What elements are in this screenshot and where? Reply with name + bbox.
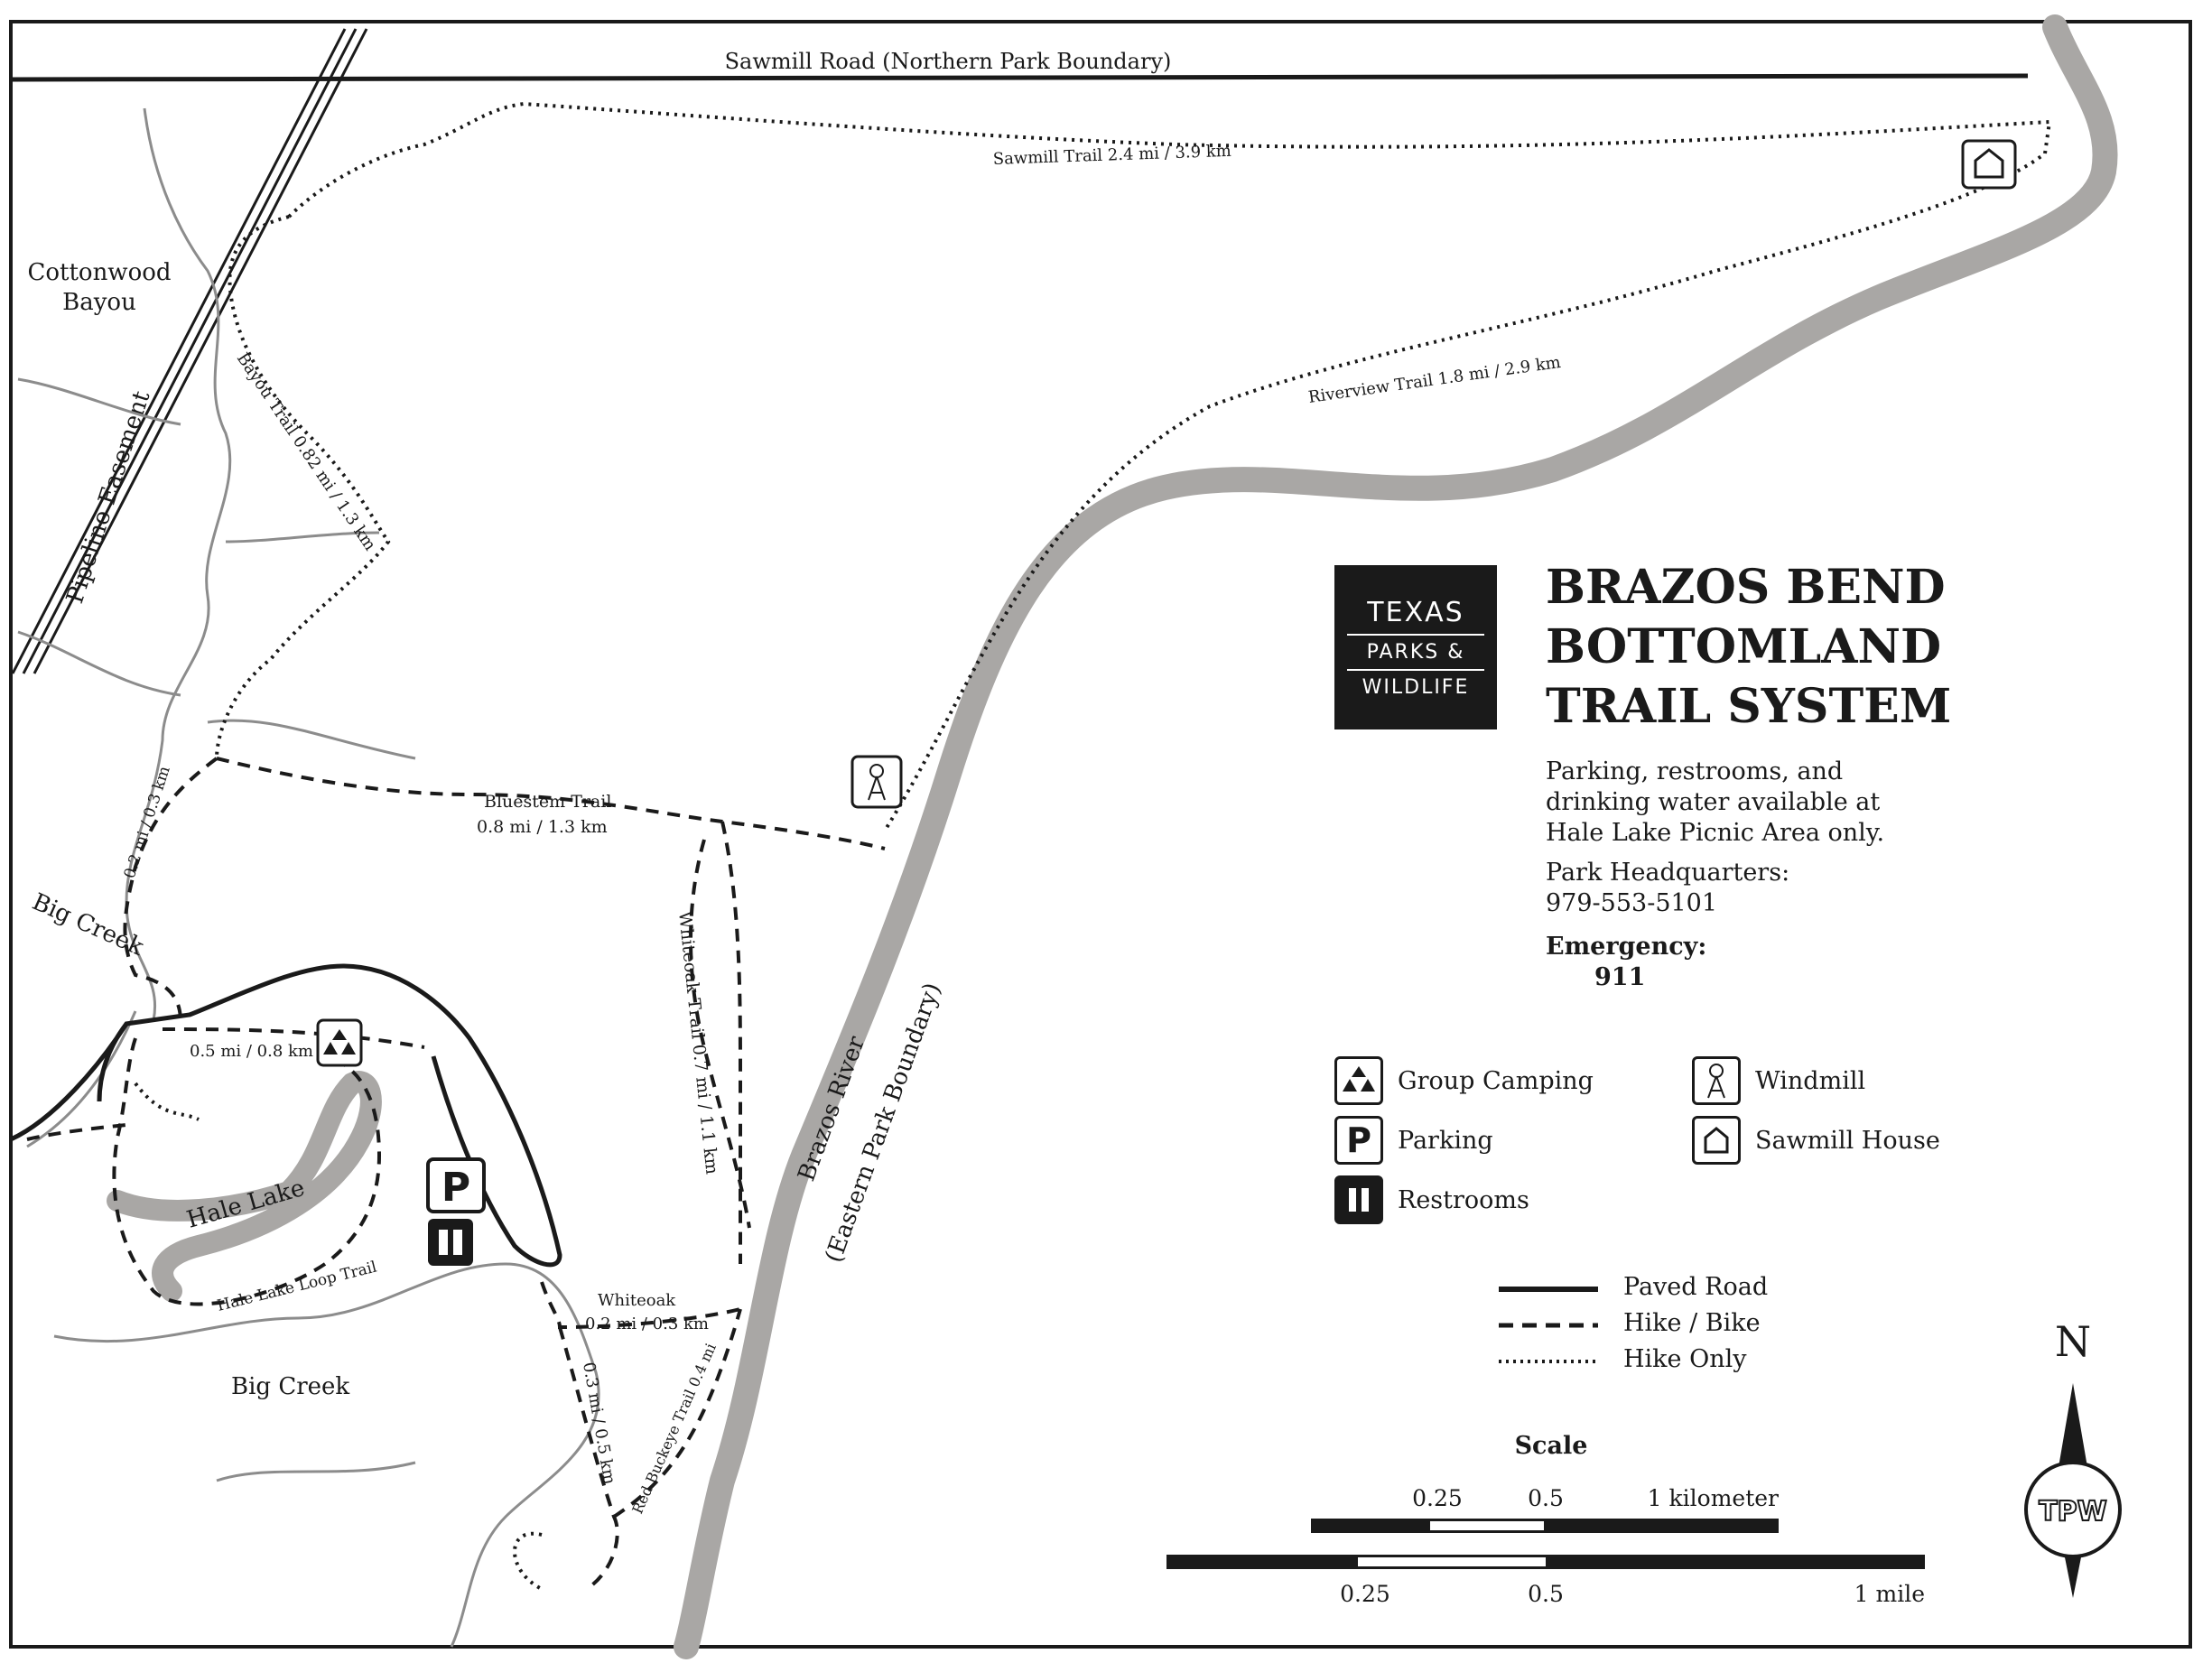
group-camping-icon [316,1018,363,1067]
scale-mi-05: 0.5 [1528,1581,1564,1607]
pipeline-easement-label: Pipeline Easement [61,387,156,607]
hike-only-trails [134,101,2052,1591]
legend-group-camping: Group Camping [1334,1056,1594,1105]
hq-info: Park Headquarters: 979-553-5101 [1546,858,1789,919]
legend-restrooms: Restrooms [1334,1175,1529,1224]
legend-windmill-icon [1692,1056,1741,1105]
map-title: BRAZOS BEND BOTTOMLAND TRAIL SYSTEM [1546,558,1951,737]
brazos-river [674,14,2118,1659]
riverview-trail-label: Riverview Trail 1.8 mi / 2.9 km [1307,353,1562,407]
creeks [17,107,600,1648]
bluestem-trail-name: Bluestem Trail [484,792,611,812]
scale-km-1: 1 kilometer [1648,1485,1779,1511]
legend-restrooms-icon [1334,1175,1383,1224]
whiteoak-short-distance: 0.2 mi / 0.3 km [585,1315,709,1333]
loop-north-label: 0.5 mi / 0.8 km [190,1042,313,1061]
parking-icon: P [426,1157,486,1213]
scale-km-025: 0.25 [1412,1485,1463,1511]
compass-badge: TPW [2039,1496,2107,1528]
legend-restrooms-label: Restrooms [1398,1185,1529,1214]
south-connector-label: 0.3 mi / 0.5 km [579,1361,618,1486]
scale-km-05: 0.5 [1528,1485,1564,1511]
hq-phone: 979-553-5101 [1546,889,1718,917]
scale-title: Scale [1515,1432,1588,1460]
svg-text:P: P [441,1165,470,1211]
whiteoak-short-name: Whiteoak [598,1291,676,1310]
whiteoak-trail-label: Whiteoak Trail 0.7 mi / 1.1 km [674,910,721,1175]
emergency-number: 911 [1594,963,1646,991]
cottonwood-label-1: Cottonwood [27,259,171,286]
emergency-info: Emergency: 911 [1546,932,1706,993]
map-frame [9,20,2192,1649]
legend-hike-bike-label: Hike / Bike [1623,1309,1761,1337]
amenities-line-3: Hale Lake Picnic Area only. [1546,819,1885,847]
legend-windmill: Windmill [1692,1056,1865,1105]
restrooms-icon [428,1219,473,1266]
sawmill-road-label: Sawmill Road (Northern Park Boundary) [725,49,1172,74]
sawmill-trail-label: Sawmill Trail 2.4 mi / 3.9 km [992,142,1231,169]
hale-lake [107,1071,382,1302]
tpwd-logo: TEXAS PARKS & WILDLIFE [1334,565,1497,729]
title-line-1: BRAZOS BEND [1546,560,1946,615]
legend-camping-label: Group Camping [1398,1066,1594,1095]
red-buckeye-label: Red Buckeye Trail 0.4 mi [628,1341,720,1517]
scale-mi-1: 1 mile [1854,1581,1925,1607]
emergency-label: Emergency: [1546,933,1707,961]
legend-parking-icon: P [1334,1116,1383,1165]
connector-west-label: 0.2 mi / 0.3 km [121,764,174,880]
title-line-2: BOTTOMLAND [1546,619,1942,674]
legend-sawmill-house: Sawmill House [1692,1116,1940,1165]
hq-label: Park Headquarters: [1546,859,1790,887]
windmill-icon [850,755,903,809]
paved-road-spur [97,1022,128,1102]
legend-windmill-label: Windmill [1755,1066,1866,1095]
sawmill-house-icon [1961,139,2017,190]
compass-north: N [2055,1317,2091,1366]
legend-hike-only-label: Hike Only [1623,1345,1747,1373]
logo-line-3: WILDLIFE [1362,675,1470,699]
amenities-line-2: drinking water available at [1546,788,1881,816]
bluestem-trail-distance: 0.8 mi / 1.3 km [477,817,608,837]
cottonwood-label-2: Bayou [62,289,136,316]
bayou-trail-label: Bayou Trail 0.82 mi / 1.3 km [233,349,379,554]
legend-paved-road-label: Paved Road [1623,1273,1769,1301]
scale-bar-km [1311,1519,1779,1533]
scale-bar-mi [1166,1555,1925,1569]
pipeline-easement [11,28,368,674]
hale-loop-label: Hale Lake Loop Trail [215,1259,378,1315]
legend-house-icon [1692,1116,1741,1165]
amenities-note: Parking, restrooms, and drinking water a… [1546,757,1884,849]
legend-paved-road: Paved Road [1623,1273,1768,1301]
scale-mi-025: 0.25 [1340,1581,1390,1607]
hike-bike-trails [26,757,886,1591]
paved-road [9,963,562,1268]
legend-camping-icon [1334,1056,1383,1105]
amenities-line-1: Parking, restrooms, and [1546,757,1844,785]
legend-hike-only: Hike Only [1623,1345,1747,1373]
legend-parking: P Parking [1334,1116,1493,1165]
sawmill-road [10,73,2029,82]
logo-line-2: PARKS & [1347,636,1484,671]
logo-line-1: TEXAS [1347,591,1484,636]
title-line-3: TRAIL SYSTEM [1546,679,1952,734]
big-creek-south-label: Big Creek [231,1373,349,1400]
legend-house-label: Sawmill House [1755,1126,1940,1155]
legend-hike-bike: Hike / Bike [1623,1309,1761,1337]
legend-parking-label: Parking [1398,1126,1493,1155]
compass-rose: TPW N [2024,1317,2122,1598]
